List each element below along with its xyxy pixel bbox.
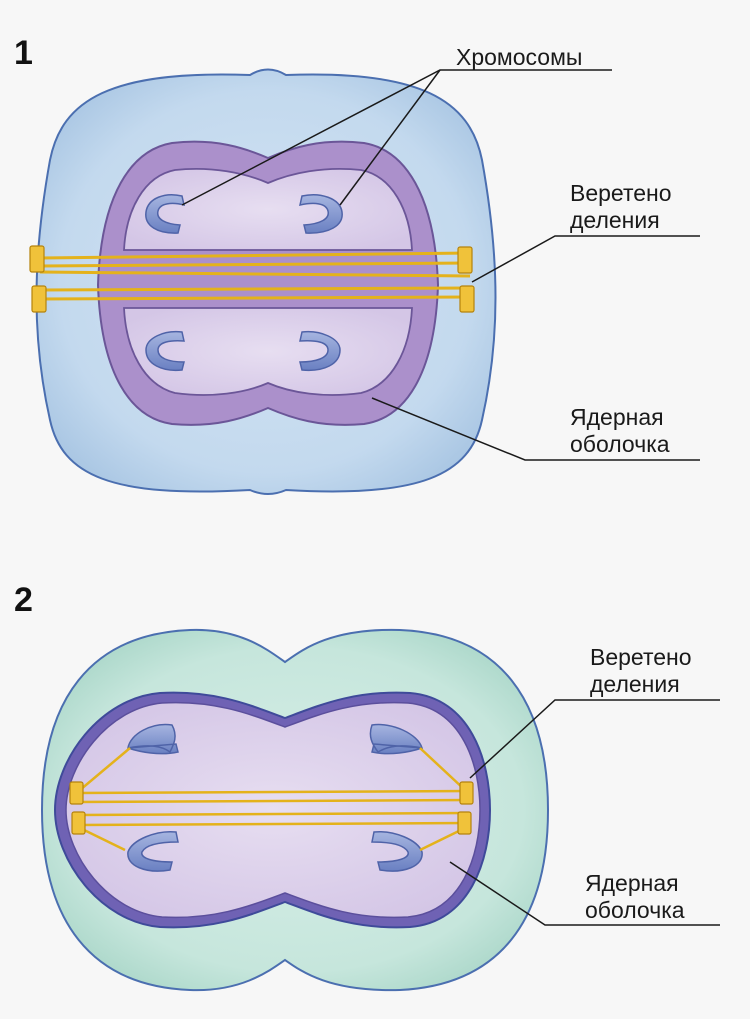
panel-2 bbox=[40, 628, 720, 992]
centriole bbox=[69, 781, 84, 805]
leader-envelope bbox=[449, 861, 720, 926]
cell-1-nucleus-lower bbox=[123, 307, 413, 396]
centriole bbox=[457, 246, 473, 274]
panel-2-number: 2 bbox=[14, 581, 33, 619]
centriole bbox=[31, 285, 47, 313]
chromosome bbox=[127, 723, 179, 755]
spindle-fibre bbox=[419, 747, 466, 791]
label-envelope-2: Ядерная оболочка bbox=[585, 870, 685, 923]
chromosome bbox=[145, 330, 185, 372]
cell-2-spindle bbox=[74, 747, 471, 852]
spindle-fibre bbox=[74, 798, 471, 804]
spindle-fibre bbox=[74, 811, 471, 817]
spindle-fibre bbox=[74, 789, 471, 795]
centriole bbox=[29, 245, 45, 273]
centriole bbox=[459, 781, 474, 805]
panel-1 bbox=[29, 68, 700, 495]
chromosome bbox=[371, 831, 423, 872]
label-envelope-1: Ядерная оболочка bbox=[570, 404, 670, 457]
cell-2-centrioles bbox=[69, 781, 474, 835]
chromosome bbox=[299, 194, 343, 234]
spindle-fibre bbox=[74, 821, 471, 827]
chromosome bbox=[369, 723, 424, 755]
label-chromosomes: Хромосомы bbox=[456, 44, 583, 70]
cell-2-nucleoplasm bbox=[65, 701, 481, 919]
leader-spindle bbox=[471, 235, 700, 283]
spindle-fibre bbox=[39, 295, 471, 301]
spindle-fibre bbox=[39, 270, 471, 278]
cell-1-centrioles bbox=[29, 245, 475, 313]
label-spindle-2: Веретено деления bbox=[590, 644, 692, 697]
centriole bbox=[71, 811, 86, 835]
chromosome bbox=[145, 194, 185, 234]
leader-chromosomes-2 bbox=[339, 69, 441, 206]
spindle-fibre bbox=[39, 286, 471, 292]
centriole bbox=[457, 811, 472, 835]
leader-spindle bbox=[469, 699, 720, 779]
panel-1-number: 1 bbox=[14, 34, 33, 72]
cell-2-leader-lines bbox=[449, 699, 720, 926]
centriole bbox=[459, 285, 475, 313]
spindle-fibre bbox=[79, 826, 126, 852]
leader-envelope bbox=[371, 397, 700, 461]
cell-1-chromosomes bbox=[145, 194, 343, 372]
spindle-fibre bbox=[39, 251, 471, 260]
spindle-fibre bbox=[79, 747, 131, 791]
chromosome bbox=[127, 831, 179, 872]
spindle-fibre bbox=[39, 261, 471, 268]
cell-2-chromosomes bbox=[127, 723, 424, 872]
label-spindle-1: Веретено деления bbox=[570, 180, 672, 233]
cell-1-leader-lines bbox=[181, 69, 700, 461]
chromosome bbox=[299, 330, 341, 372]
cell-1-spindle bbox=[39, 251, 471, 301]
